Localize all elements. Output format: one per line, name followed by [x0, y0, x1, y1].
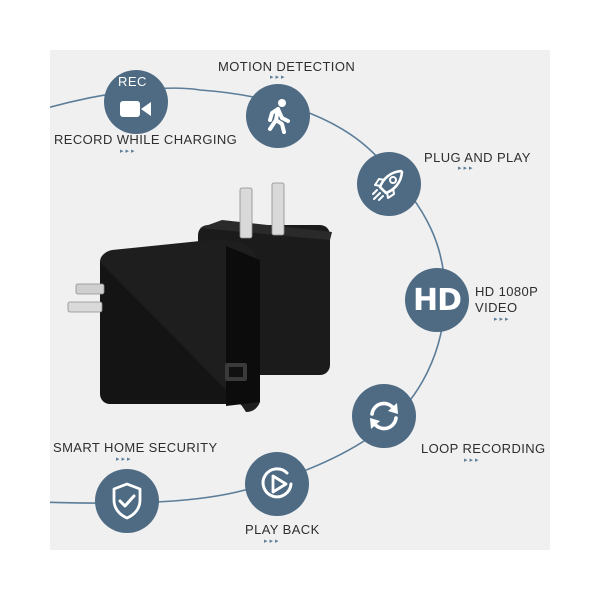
- motion-detection-arrows: ▸▸▸: [270, 74, 287, 81]
- loop-recording-badge: [352, 384, 416, 448]
- rec-badge: REC: [104, 70, 168, 134]
- motion-detection-label: MOTION DETECTION: [218, 59, 356, 74]
- hd-badge: HD: [405, 268, 469, 332]
- record-while-charging-arrows: ▸▸▸: [120, 148, 137, 155]
- play-back-label: PLAY BACK: [245, 522, 320, 537]
- hd-video-label: VIDEO: [475, 300, 518, 315]
- shield-check-icon: [112, 482, 142, 520]
- loop-recording-label: LOOP RECORDING: [421, 441, 546, 456]
- plug-and-play-arrows: ▸▸▸: [458, 165, 475, 172]
- hd-icon: HD: [412, 282, 462, 318]
- plug-and-play-badge: [357, 152, 421, 216]
- feature-panel: REC RECORD WHILE CHARGING ▸▸▸ MOTION DET…: [50, 50, 550, 550]
- play-back-badge: [245, 452, 309, 516]
- loop-recording-arrows: ▸▸▸: [464, 457, 481, 464]
- hd-1080p-label: HD 1080P: [475, 284, 539, 299]
- record-while-charging-label: RECORD WHILE CHARGING: [54, 132, 238, 147]
- motion-detection-badge: [246, 84, 310, 148]
- smart-home-security-label: SMART HOME SECURITY: [53, 440, 218, 455]
- charger-camera-image: [67, 182, 332, 412]
- play-back-arrows: ▸▸▸: [264, 538, 281, 545]
- video-camera-icon: [120, 101, 151, 117]
- rec-text: REC: [118, 74, 147, 89]
- smart-home-security-arrows: ▸▸▸: [116, 456, 133, 463]
- rocket-icon: [372, 169, 404, 201]
- running-person-icon: [268, 99, 290, 134]
- play-icon: [261, 467, 293, 499]
- loop-arrows-icon: [370, 401, 398, 431]
- hd-arrows: ▸▸▸: [494, 316, 511, 323]
- plug-and-play-label: PLUG AND PLAY: [424, 150, 531, 165]
- smart-home-security-badge: [95, 469, 159, 533]
